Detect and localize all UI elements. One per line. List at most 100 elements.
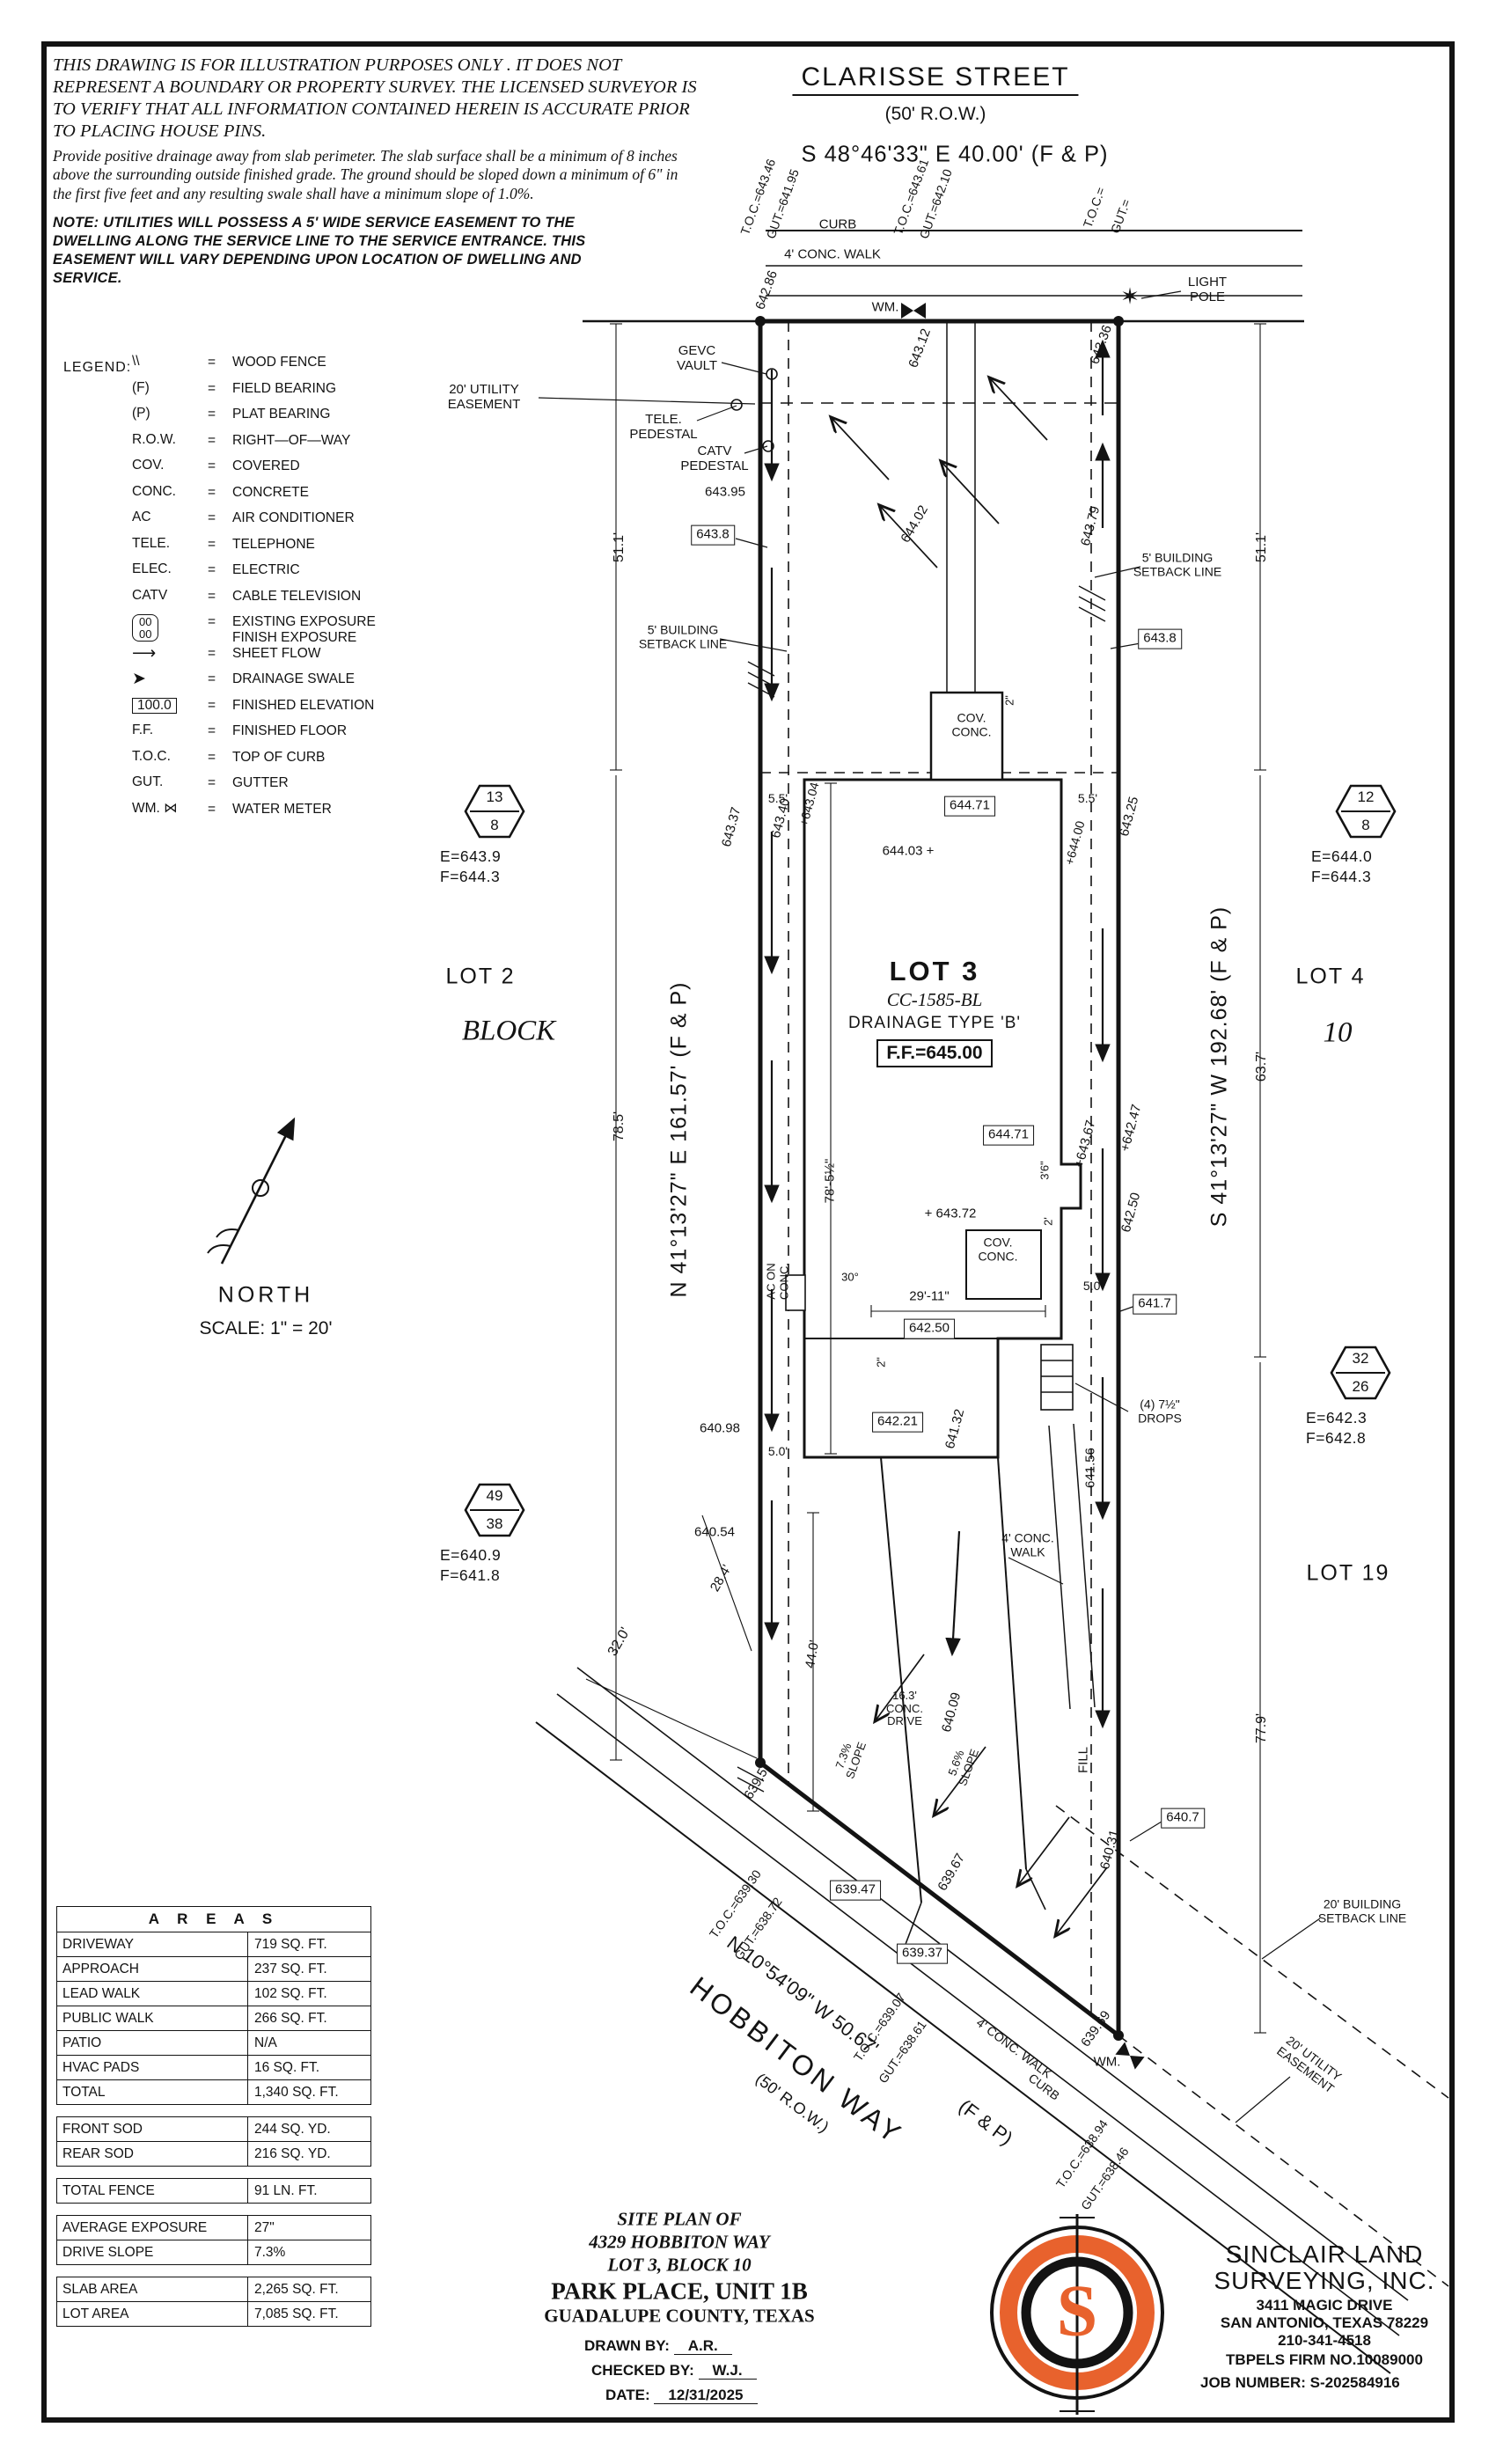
- firm-address-2: SAN ANTONIO, TEXAS 78229: [1220, 2314, 1429, 2331]
- legend-equals: =: [208, 380, 216, 396]
- areas-row: SLAB AREA 2,265 SQ. FT.: [56, 2277, 371, 2302]
- legend-equals: =: [208, 671, 216, 687]
- areas-row-label: [56, 2265, 246, 2277]
- legend-symbol: R.O.W.: [132, 431, 176, 447]
- legend-item: \\ = WOOD FENCE: [132, 354, 510, 381]
- areas-row: DRIVEWAY 719 SQ. FT.: [56, 1932, 371, 1957]
- areas-row: LOT AREA 7,085 SQ. FT.: [56, 2302, 371, 2327]
- legend-equals: =: [208, 697, 216, 713]
- bearing-right: S 41°13'27" W 192.68' (F & P): [1206, 906, 1232, 1228]
- sinclair-logo: [990, 2214, 1164, 2415]
- legend-item: F.F. = FINISHED FLOOR: [132, 722, 510, 750]
- scale-label: SCALE: 1" = 20': [199, 1318, 333, 1338]
- areas-row-value: 7.3%: [254, 2244, 286, 2260]
- areas-row: TOTAL FENCE 91 LN. FT.: [56, 2178, 371, 2204]
- checked-by-value: W.J.: [698, 2362, 757, 2380]
- legend-definition: TELEPHONE: [232, 536, 315, 552]
- legend-equals: =: [208, 484, 216, 500]
- street-name-clarisse: CLARISSE STREET: [792, 62, 1079, 96]
- areas-row: TOTAL 1,340 SQ. FT.: [56, 2080, 371, 2105]
- clarisse-bearing: S 48°46'33" E 40.00' (F & P): [801, 142, 1109, 167]
- areas-row-value: 27": [254, 2219, 275, 2235]
- areas-row: [56, 2105, 371, 2116]
- legend-symbol: CATV: [132, 587, 168, 603]
- areas-row: LEAD WALK 102 SQ. FT.: [56, 1982, 371, 2006]
- areas-row: [56, 2204, 371, 2215]
- legend-definition: RIGHT—OF—WAY: [232, 432, 351, 448]
- legend-equals: =: [208, 355, 216, 370]
- legend-symbol: T.O.C.: [132, 748, 171, 764]
- north-arrow: [207, 1117, 296, 1265]
- areas-row-label: TOTAL FENCE: [57, 2179, 248, 2203]
- areas-row-value: 91 LN. FT.: [254, 2182, 318, 2198]
- firm-name-1: SINCLAIR LAND: [1225, 2240, 1424, 2268]
- legend-definition: GUTTER: [232, 775, 289, 791]
- areas-row-label: LOT AREA: [57, 2302, 248, 2326]
- legend-definition: FIELD BEARING: [232, 380, 336, 396]
- areas-row-value: 216 SQ. YD.: [254, 2145, 331, 2161]
- legend-item: R.O.W. = RIGHT—OF—WAY: [132, 431, 510, 459]
- legend: \\ = WOOD FENCE (F) = FIELD BEARING (P) …: [132, 354, 510, 828]
- legend-symbol: ⟶: [132, 643, 157, 663]
- areas-row-label: PUBLIC WALK: [57, 2006, 248, 2030]
- legend-definition: CABLE TELEVISION: [232, 588, 362, 604]
- areas-row-value: 244 SQ. YD.: [254, 2121, 331, 2137]
- legend-equals: =: [208, 645, 216, 661]
- lot19-label: LOT 19: [1306, 1560, 1390, 1586]
- areas-row: PATIO N/A: [56, 2031, 371, 2056]
- areas-row: [56, 2167, 371, 2178]
- lot3-cc: CC-1585-BL: [886, 989, 983, 1010]
- areas-row-value: 266 SQ. FT.: [254, 2010, 327, 2026]
- areas-row: REAR SOD 216 SQ. YD.: [56, 2142, 371, 2167]
- legend-item: 100.0 = FINISHED ELEVATION: [132, 697, 510, 724]
- legend-equals: =: [208, 749, 216, 765]
- legend-definition: FINISHED ELEVATION: [232, 697, 375, 713]
- clarisse-row: (50' R.O.W.): [884, 104, 986, 124]
- areas-row-value: [246, 2167, 371, 2178]
- corner-marker-49-38: 49 38: [464, 1483, 525, 1537]
- legend-definition: TOP OF CURB: [232, 749, 326, 765]
- date-row: DATE: 12/31/2025: [605, 2387, 758, 2404]
- bearing-left: N 41°13'27" E 161.57' (F & P): [666, 981, 692, 1298]
- legend-symbol: F.F.: [132, 722, 154, 738]
- legend-equals: =: [208, 407, 216, 422]
- areas-row-label: FRONT SOD: [57, 2117, 248, 2141]
- legend-definition: AIR CONDITIONER: [232, 510, 355, 525]
- checked-by-label: CHECKED BY:: [591, 2362, 694, 2379]
- utility-note: NOTE: UTILITIES WILL POSSESS A 5' WIDE S…: [53, 215, 586, 287]
- legend-item: ➤ = DRAINAGE SWALE: [132, 671, 510, 698]
- legend-item: (P) = PLAT BEARING: [132, 406, 510, 433]
- firm-name-2: SURVEYING, INC.: [1214, 2267, 1435, 2294]
- firm-phone: 210-341-4518: [1278, 2332, 1371, 2349]
- legend-symbol: ➤: [132, 670, 146, 689]
- corner-marker-12-8: 12 8: [1335, 784, 1397, 839]
- legend-definition: WATER METER: [232, 801, 332, 817]
- legend-definition: CONCRETE: [232, 484, 309, 500]
- legend-equals: =: [208, 536, 216, 552]
- legend-symbol: WM. ⋈: [132, 800, 178, 816]
- legend-item: GUT. = GUTTER: [132, 774, 510, 802]
- areas-row: FRONT SOD 244 SQ. YD.: [56, 2116, 371, 2142]
- finished-floor-elevation: F.F.=645.00: [876, 1039, 993, 1067]
- corner-marker-32-26: 32 26: [1330, 1346, 1391, 1400]
- areas-row-value: 7,085 SQ. FT.: [254, 2306, 339, 2321]
- legend-symbol: AC: [132, 510, 151, 524]
- firm-address-1: 3411 MAGIC DRIVE: [1256, 2297, 1393, 2314]
- areas-row: [56, 2265, 371, 2277]
- legend-symbol: (P): [132, 406, 150, 421]
- legend-definition: DRAINAGE SWALE: [232, 671, 355, 687]
- legend-definition: COVERED: [232, 458, 300, 473]
- legend-equals: =: [208, 801, 216, 817]
- legend-item: WM. ⋈ = WATER METER: [132, 800, 510, 828]
- areas-row-value: [246, 2204, 371, 2215]
- drawn-by-value: A.R.: [673, 2337, 732, 2355]
- areas-row-value: 2,265 SQ. FT.: [254, 2281, 339, 2297]
- areas-row-value: 16 SQ. FT.: [254, 2059, 320, 2075]
- areas-row-label: SLAB AREA: [57, 2277, 248, 2301]
- legend-definition: ELECTRIC: [232, 562, 300, 577]
- disclaimer-text: THIS DRAWING IS FOR ILLUSTRATION PURPOSE…: [53, 55, 697, 141]
